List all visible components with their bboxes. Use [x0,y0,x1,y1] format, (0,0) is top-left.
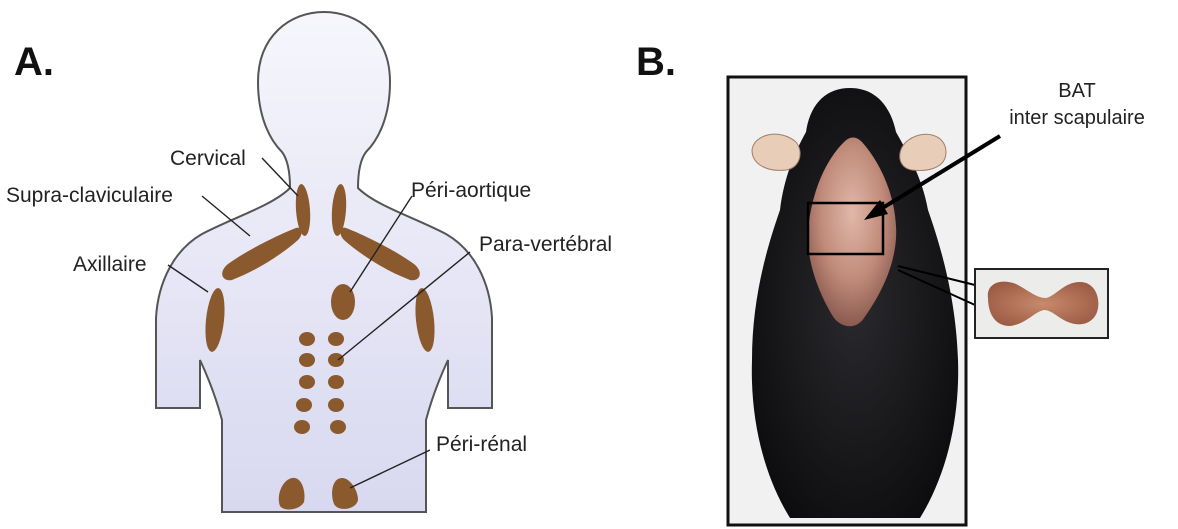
mouse-photo [728,77,1108,525]
label-cervical: Cervical [170,148,246,169]
bat-inset [975,269,1108,338]
label-bat-line2: inter scapulaire [997,105,1157,132]
label-bat: BAT inter scapulaire [997,78,1157,132]
label-peri-aortique: Péri-aortique [411,180,531,201]
label-axillaire: Axillaire [73,254,147,275]
label-bat-line1: BAT [997,78,1157,105]
mouse-ear-left [752,134,800,170]
label-peri-renal: Péri-rénal [436,434,527,455]
label-para-vertebral: Para-vertébral [479,234,612,255]
label-supra-claviculaire: Supra-claviculaire [6,185,173,206]
